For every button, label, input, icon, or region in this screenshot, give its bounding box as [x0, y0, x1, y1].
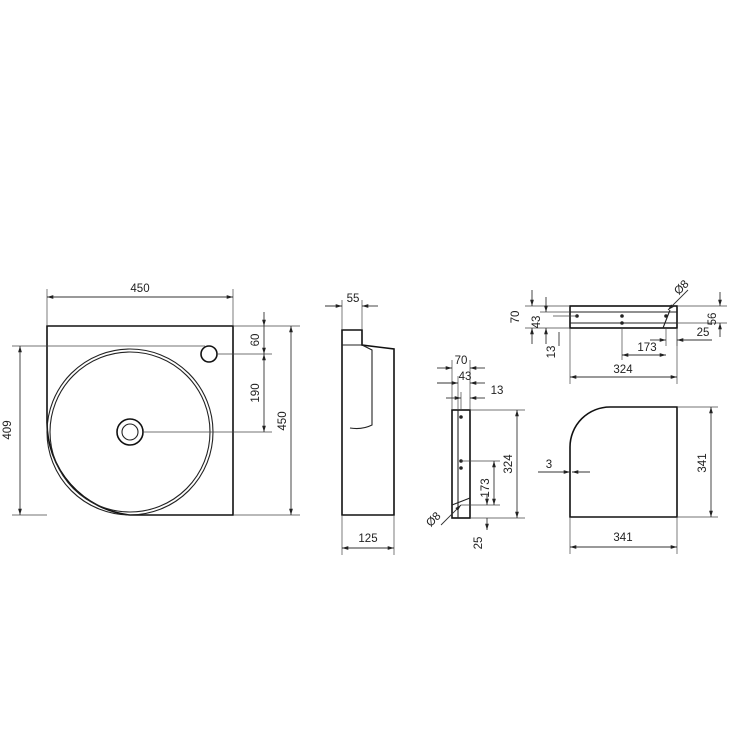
side-bowl-contour — [349, 344, 373, 430]
drain-hole-outer — [116, 418, 144, 446]
bracket-hole-label: 43 — [459, 371, 472, 383]
bracket-height-label: 324 — [503, 454, 515, 474]
tap-hole — [200, 345, 218, 363]
bracket-bottom-label: 25 — [473, 537, 485, 550]
depth-dimension-label: 409 — [2, 420, 14, 439]
side-base-label: 125 — [358, 533, 377, 545]
bracket-top-side-label: 56 — [707, 313, 719, 326]
side-profile — [341, 329, 395, 516]
bracket-top-diameter-label: Ø8 — [672, 278, 691, 297]
bracket-top-hole-label: 43 — [531, 316, 543, 329]
bracket-top-view: 70 43 13 56 Ø8 25 173 324 — [510, 278, 727, 384]
plan-thickness-label: 3 — [546, 459, 552, 471]
bracket-front-view: 70 43 13 324 173 25 Ø8 — [424, 355, 525, 549]
bracket-width-label: 70 — [455, 355, 468, 367]
basin-plan-view: 3 341 341 — [538, 406, 718, 554]
drain-offset-label: 190 — [250, 383, 262, 402]
plan-height-label: 341 — [697, 453, 709, 472]
bracket-top-edge-label: 13 — [546, 346, 558, 359]
plan-width-label: 341 — [613, 532, 632, 544]
bracket-top-body — [569, 305, 678, 329]
basin-top-view: 450 409 450 60 190 — [2, 283, 300, 516]
basin-outline — [46, 325, 234, 516]
height-dimension-label: 450 — [277, 411, 289, 430]
bracket-edge-label: 13 — [491, 385, 504, 397]
bracket-top-spacing-label: 173 — [637, 342, 656, 354]
drain-hole-inner — [121, 423, 139, 441]
bracket-top-offset-label: 25 — [697, 327, 710, 339]
bracket-spacing-label: 173 — [480, 478, 492, 497]
plan-outline — [569, 406, 678, 518]
width-dimension-label: 450 — [130, 283, 149, 295]
basin-side-view: 55 125 — [325, 293, 395, 555]
bracket-top-height-label: 70 — [510, 311, 522, 324]
side-top-label: 55 — [347, 293, 360, 305]
bracket-top-length-label: 324 — [613, 364, 633, 376]
bracket-diameter-label: Ø8 — [424, 510, 443, 529]
tap-offset-label: 60 — [250, 334, 262, 347]
